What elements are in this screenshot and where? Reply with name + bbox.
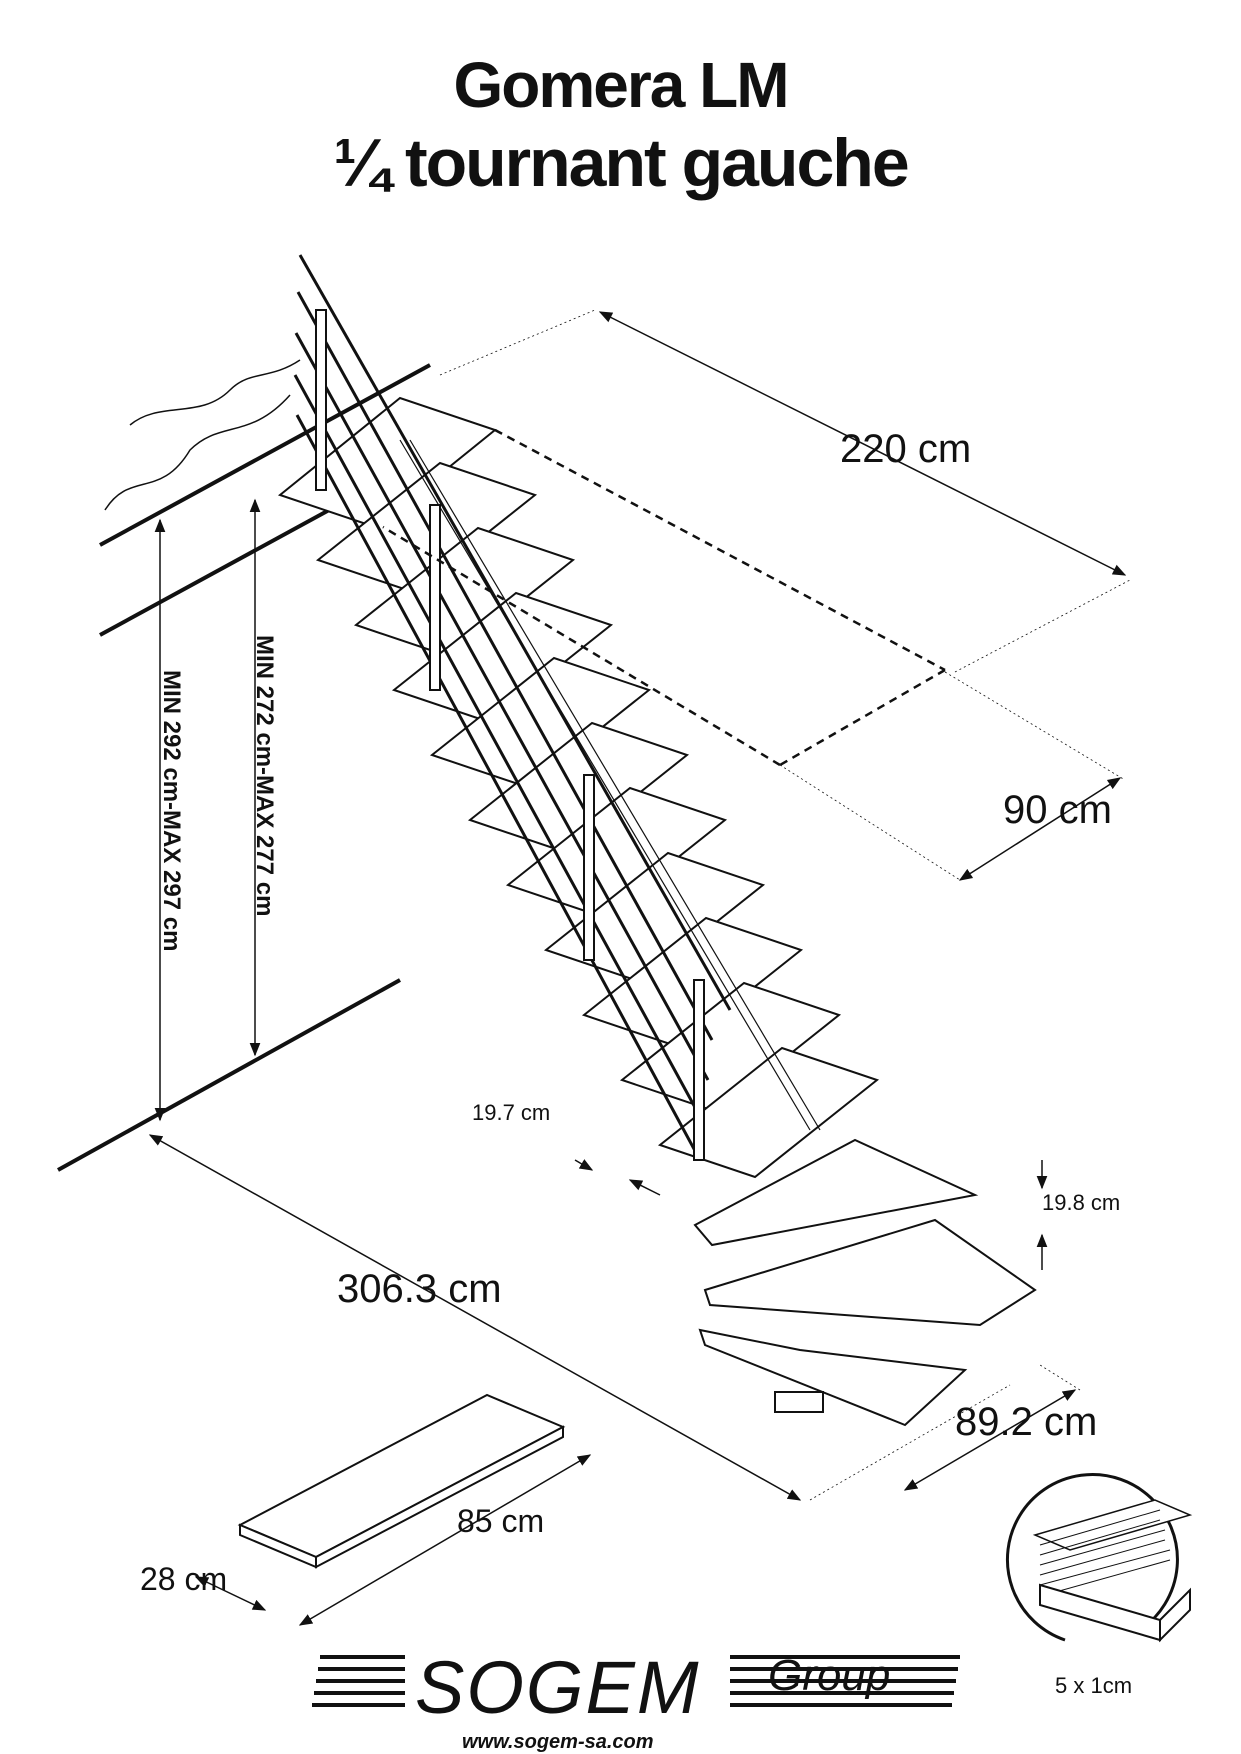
title-model: Gomera LM <box>453 49 789 121</box>
dimension-tread-length: 85 cm <box>457 1503 544 1539</box>
logo-group: Group <box>768 1651 890 1700</box>
dimension-height-floor: MIN 272 cm-MAX 277 cm <box>251 635 278 916</box>
single-tread <box>237 1393 566 1569</box>
dimension-length-top: 220 cm <box>840 427 971 471</box>
extension-lines <box>439 309 1131 1501</box>
spacer-detail <box>1005 1473 1193 1643</box>
dimension-width-bottom: 89.2 cm <box>955 1400 1097 1444</box>
handrail-bars <box>293 254 732 1161</box>
handrail-posts <box>315 309 705 1161</box>
floor-line <box>57 978 401 1172</box>
dimension-lines <box>148 311 1127 1626</box>
dimension-riser-left: 19.7 cm <box>472 1100 550 1125</box>
dimension-tread-depth: 28 cm <box>140 1561 227 1597</box>
straight-treads <box>277 396 880 1179</box>
dimension-length-bottom: 306.3 cm <box>337 1267 502 1311</box>
logo-url: www.sogem-sa.com <box>462 1731 654 1753</box>
bottom-post <box>774 1391 824 1413</box>
dimension-width-top: 90 cm <box>1003 788 1112 832</box>
logo-brand: SOGEM <box>415 1646 700 1729</box>
dimension-riser-right: 19.8 cm <box>1042 1190 1120 1215</box>
logo-stripes <box>312 1655 960 1707</box>
support-stringer <box>399 439 821 1131</box>
title-variant: ¼ tournant gauche <box>333 125 909 201</box>
dimension-height-total: MIN 292 cm-MAX 297 cm <box>158 670 185 951</box>
winder-treads <box>693 1138 1037 1427</box>
spacer-caption: 5 x 1cm <box>1055 1673 1132 1698</box>
